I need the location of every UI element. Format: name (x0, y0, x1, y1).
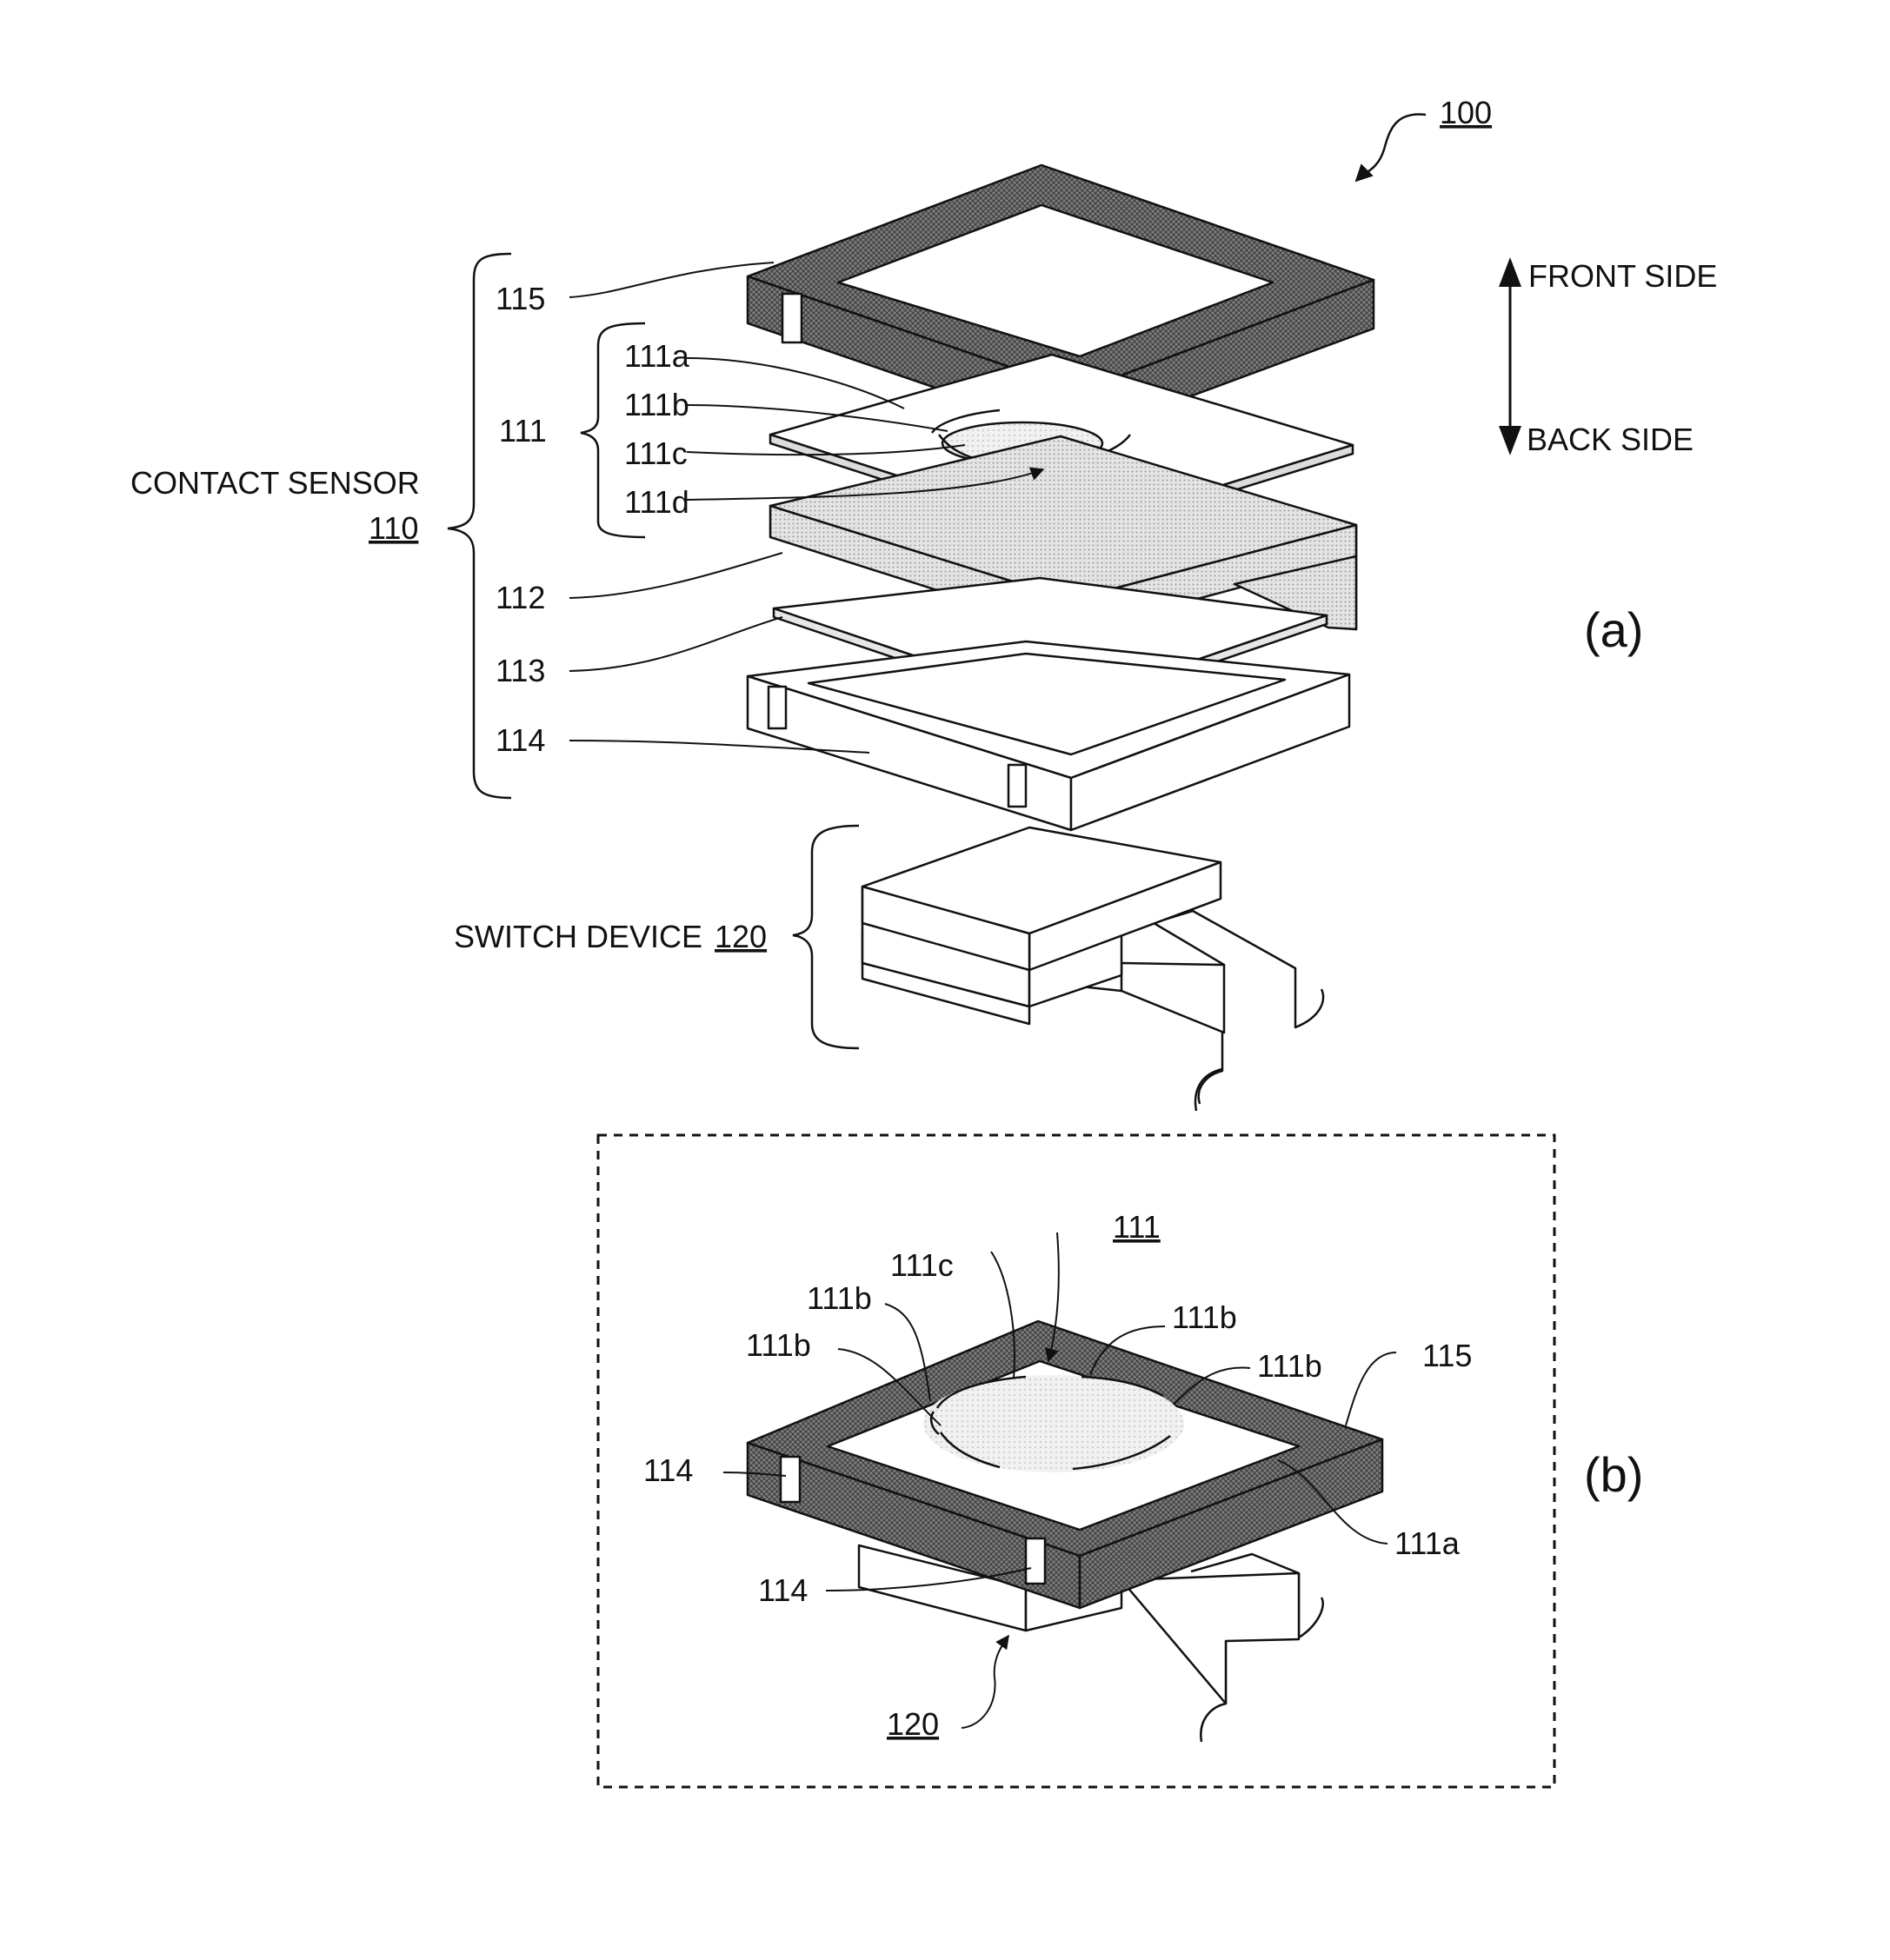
contact-sensor-name: CONTACT SENSOR (130, 465, 420, 501)
ref-113-a: 113 (496, 653, 545, 688)
switch-device-brace (793, 826, 859, 1048)
ref-111-b: 111 (1113, 1209, 1161, 1245)
back-side-label: BACK SIDE (1527, 422, 1694, 457)
ref-100: 100 (1440, 95, 1492, 130)
layer-114 (748, 641, 1349, 830)
ref-114-b-front: 114 (758, 1572, 808, 1608)
direction-arrow (1499, 257, 1521, 455)
ref-111b-b4: 111b (1257, 1348, 1322, 1384)
ref-114-b-left: 114 (643, 1452, 693, 1488)
ref-100-leader (1356, 115, 1426, 181)
ref-115-b: 115 (1422, 1338, 1472, 1373)
ref-120-b: 120 (887, 1706, 939, 1742)
switch-device-ref: 120 (715, 919, 767, 954)
contact-sensor-ref: 110 (369, 510, 418, 546)
ref-111c-b: 111c (890, 1247, 954, 1283)
ref-111c-a: 111c (624, 435, 688, 471)
ref-115-a: 115 (496, 281, 545, 316)
switch-device-120 (862, 827, 1323, 1104)
ref-111b-a: 111b (624, 387, 689, 422)
ref-114-a: 114 (496, 722, 545, 758)
panel-label-a: (a) (1584, 602, 1643, 657)
ref-112-a: 112 (496, 580, 545, 615)
contact-sensor-brace (448, 254, 511, 798)
ref-111b-b3: 111b (1172, 1299, 1237, 1335)
ref-111d-a: 111d (624, 484, 689, 520)
front-side-label: FRONT SIDE (1528, 258, 1717, 294)
dome-111-b (923, 1375, 1184, 1472)
ref-111a-a: 111a (624, 338, 690, 374)
switch-device-name: SWITCH DEVICE (454, 919, 702, 954)
ref-111b-b2: 111b (746, 1327, 811, 1363)
ref-111-a: 111 (499, 413, 547, 448)
ref-111a-b: 111a (1394, 1525, 1461, 1561)
panel-label-b: (b) (1584, 1447, 1643, 1502)
ref-111b-b1: 111b (807, 1280, 872, 1316)
